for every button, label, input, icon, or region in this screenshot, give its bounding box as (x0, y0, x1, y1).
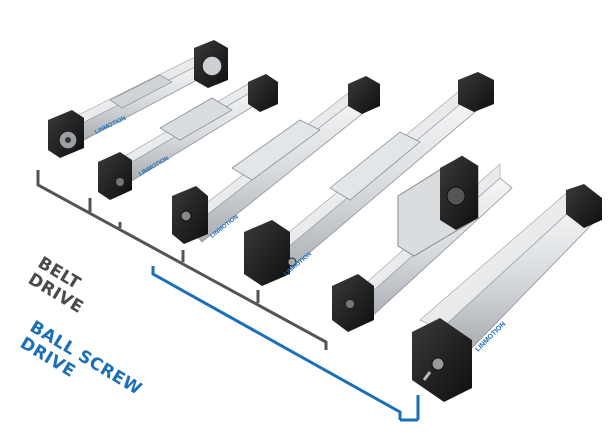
actuator-ball-screw-1 (332, 155, 513, 332)
belt-drive-bracket (36, 170, 328, 350)
end-cap (332, 274, 374, 332)
end-cap (348, 76, 380, 114)
actuator-belt-2: LINMOTION (98, 74, 278, 200)
end-cap (248, 74, 278, 112)
motor-block (397, 155, 479, 257)
end-cap (412, 318, 472, 402)
actuator-belt-3: LINMOTION (172, 76, 380, 244)
end-cap (458, 72, 494, 112)
end-cap (98, 152, 132, 200)
ball-screw-drive-bracket (151, 266, 420, 422)
actuator-belt-1: LINMOTION (48, 40, 228, 158)
end-cap (566, 184, 602, 228)
end-cap (172, 186, 208, 244)
end-cap (244, 220, 297, 286)
end-cap (48, 110, 84, 158)
actuator-ball-screw-2: LINMOTION (412, 184, 602, 402)
actuator-belt-4: LINMOTION (244, 72, 494, 286)
motor-mount (194, 40, 228, 88)
